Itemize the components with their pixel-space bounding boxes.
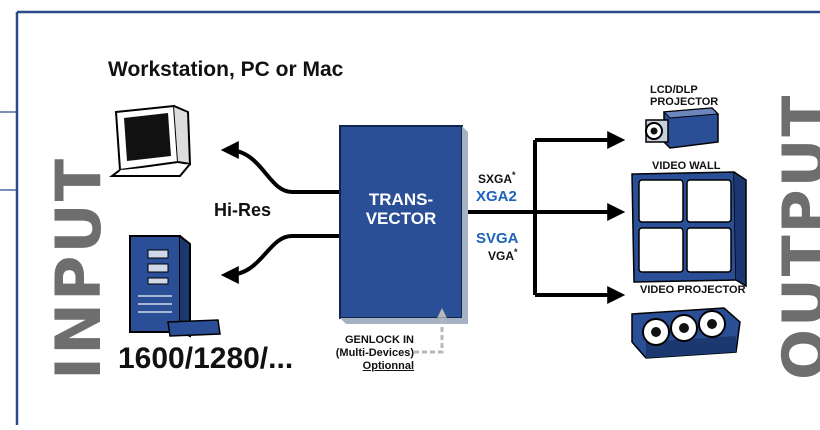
signal-vga: VGA* bbox=[488, 247, 518, 263]
lcd-label-line1: LCD/DLP bbox=[650, 84, 698, 96]
processor-title-line1: TRANS- bbox=[368, 190, 434, 209]
processor-title-line2: VECTOR bbox=[365, 209, 437, 228]
output-label: OUTPUT bbox=[770, 93, 820, 380]
genlock-line3: Optionnal bbox=[362, 360, 414, 372]
signal-sxga: SXGA* bbox=[478, 170, 516, 186]
video-wall-icon bbox=[631, 171, 747, 288]
signal-svga: SVGA bbox=[476, 230, 519, 247]
input-label: INPUT bbox=[42, 156, 115, 380]
video-projector-label: VIDEO PROJECTOR bbox=[640, 284, 746, 296]
lcd-label-line2: PROJECTOR bbox=[650, 96, 719, 108]
signal-vga-text: VGA bbox=[488, 249, 515, 263]
lcd-projector-icon bbox=[645, 107, 720, 149]
transvector-box bbox=[339, 125, 468, 324]
frame bbox=[0, 10, 820, 425]
monitor-icon bbox=[109, 104, 192, 177]
genlock-arrow bbox=[414, 308, 447, 354]
resolution-label: 1600/1280/... bbox=[118, 342, 294, 375]
signal-sxga-note: * bbox=[512, 170, 516, 180]
signal-xga2: XGA2 bbox=[476, 188, 517, 205]
genlock-line2: (Multi-Devices) bbox=[335, 347, 414, 359]
video-projector-icon bbox=[631, 307, 741, 359]
video-wall-label: VIDEO WALL bbox=[652, 160, 721, 172]
signal-vga-note: * bbox=[514, 247, 518, 257]
hires-label: Hi-Res bbox=[214, 200, 272, 220]
genlock-line1: GENLOCK IN bbox=[344, 334, 414, 346]
signal-sxga-text: SXGA bbox=[478, 172, 513, 186]
workstation-label: Workstation, PC or Mac bbox=[108, 58, 344, 81]
output-arrows bbox=[468, 131, 626, 304]
computer-tower-icon bbox=[129, 235, 221, 338]
input-arrows bbox=[220, 141, 340, 284]
